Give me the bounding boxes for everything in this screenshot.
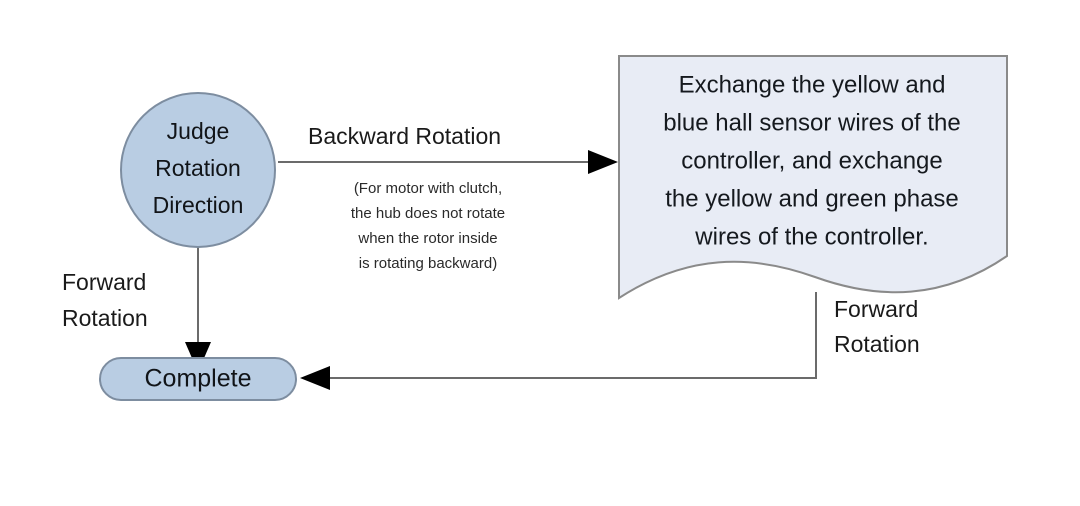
judge-node-line-2: Rotation — [155, 155, 241, 181]
judge-node-line-1: Judge — [167, 118, 230, 144]
edge-forward-left — [185, 240, 211, 372]
instruction-box-shape[interactable] — [618, 55, 1008, 300]
edge-label-forward-right-line-2: Rotation — [834, 331, 920, 357]
judge-node-circle[interactable] — [120, 92, 276, 248]
edge-note-line-4: is rotating backward) — [359, 255, 497, 272]
edge-note-line-1: (For motor with clutch, — [354, 180, 502, 197]
edge-backward-arrowhead — [588, 150, 618, 174]
instruction-box-line-5: wires of the controller. — [694, 223, 928, 250]
node-complete[interactable]: Complete — [99, 357, 297, 401]
edge-note-backward-rotation: (For motor with clutch, the hub does not… — [351, 180, 505, 272]
edge-forward-right-arrowhead — [300, 366, 330, 390]
edge-label-forward-right-line-1: Forward — [834, 296, 918, 322]
judge-node-line-3: Direction — [153, 192, 244, 218]
instruction-box-line-2: blue hall sensor wires of the — [663, 109, 961, 136]
edge-label-forward-left: Forward Rotation — [62, 269, 148, 331]
edge-forward-right — [300, 292, 817, 390]
node-judge-rotation-direction[interactable]: Judge Rotation Direction — [120, 92, 276, 248]
edge-forward-right-line — [330, 292, 817, 379]
complete-node-label: Complete — [145, 365, 252, 393]
edge-label-forward-left-line-2: Rotation — [62, 305, 148, 331]
complete-node-shape[interactable] — [99, 357, 297, 401]
node-instruction-box[interactable]: Exchange the yellow and blue hall sensor… — [618, 55, 1008, 300]
edge-label-backward-rotation: Backward Rotation — [308, 123, 501, 149]
edge-note-line-2: the hub does not rotate — [351, 205, 505, 222]
instruction-box-line-1: Exchange the yellow and — [679, 71, 946, 98]
edge-label-forward-right: Forward Rotation — [834, 296, 920, 357]
edge-backward-rotation — [278, 150, 618, 174]
edge-label-forward-left-line-1: Forward — [62, 269, 146, 295]
instruction-box-line-4: the yellow and green phase — [665, 185, 959, 212]
instruction-box-line-3: controller, and exchange — [681, 147, 943, 174]
edge-note-line-3: when the rotor inside — [357, 230, 497, 247]
